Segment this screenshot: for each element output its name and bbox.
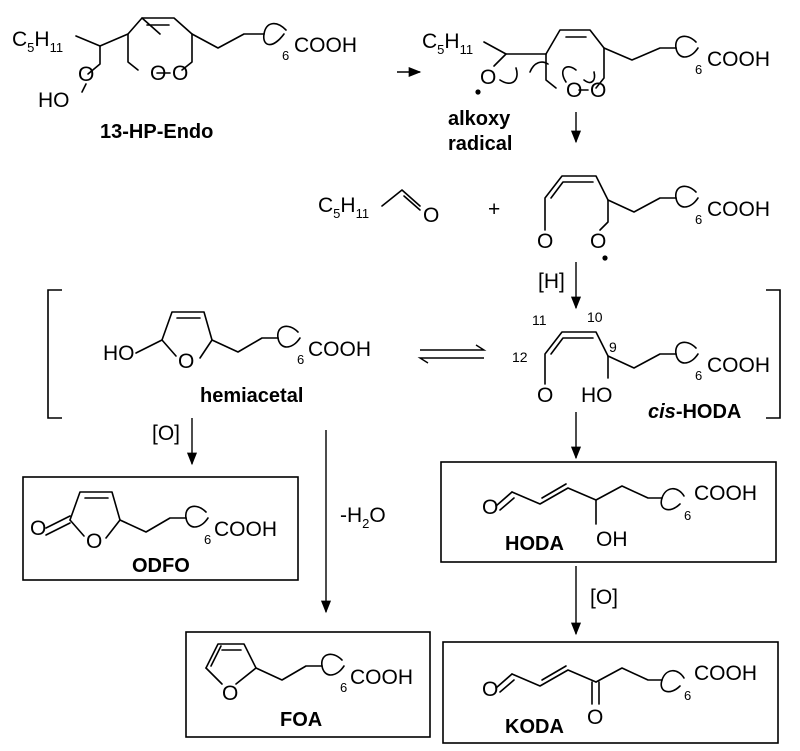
dehydration-label: -H2O xyxy=(340,504,386,531)
carbon-number-11: 11 xyxy=(532,312,547,328)
label-hemiacetal: hemiacetal xyxy=(200,385,303,407)
chain-count: 6 xyxy=(204,532,211,547)
cooh-group: COOH xyxy=(294,34,357,57)
compound-hemiacetal: HO O COOH 6 hemiacetal xyxy=(103,311,371,407)
box-odfo xyxy=(22,476,299,581)
hydroperoxy-ho: HO xyxy=(38,89,70,112)
compound-13-hp-endo: C5H11 O O O HO COOH 6 13-HP-Endo xyxy=(12,17,357,143)
cooh-group: COOH xyxy=(694,662,757,685)
chain-count: 6 xyxy=(684,508,691,523)
hydroxy-group: HO xyxy=(103,342,135,365)
compound-odfo: O O COOH 6 ODFO xyxy=(30,491,277,577)
compound-foa: O COOH 6 FOA xyxy=(205,643,413,731)
ring-oxygen: O xyxy=(222,682,238,705)
reduction-reagent: [H] xyxy=(538,270,565,293)
chain-count: 6 xyxy=(340,680,347,695)
cooh-group: COOH xyxy=(707,198,770,221)
c5h11-group: C5H11 xyxy=(422,30,473,57)
radical-dot xyxy=(475,89,481,95)
endo-oxygen-2: O xyxy=(590,79,606,102)
chain-count: 6 xyxy=(695,62,702,77)
chain-count: 6 xyxy=(282,48,289,63)
alkoxy-oxygen: O xyxy=(590,230,606,253)
hydroxy-group: OH xyxy=(596,528,628,551)
cooh-group: COOH xyxy=(214,518,277,541)
compound-enal-alkoxy-radical: O O COOH 6 xyxy=(537,175,770,261)
c5h11-group: C5H11 xyxy=(318,194,369,221)
electron-arrow xyxy=(561,66,577,83)
plus-sign: + xyxy=(488,198,500,221)
cooh-group: COOH xyxy=(694,482,757,505)
chain-count: 6 xyxy=(695,212,702,227)
label-hoda: HODA xyxy=(505,533,564,555)
label-koda: KODA xyxy=(505,716,564,738)
aldehyde-oxygen: O xyxy=(423,204,439,227)
radical-dot xyxy=(602,255,608,261)
electron-arrow xyxy=(499,67,518,84)
aldehyde-oxygen: O xyxy=(537,384,553,407)
label-foa: FOA xyxy=(280,709,322,731)
ring-oxygen: O xyxy=(178,350,194,373)
oxidation-reagent-left: [O] xyxy=(152,422,180,445)
electron-arrow xyxy=(583,71,596,84)
carbon-number-9: 9 xyxy=(609,339,617,355)
electron-arrow xyxy=(529,61,549,73)
alkoxy-oxygen: O xyxy=(480,66,496,89)
c5h11-group: C5H11 xyxy=(12,28,63,55)
chain-count: 6 xyxy=(297,352,304,367)
label-13-hp-endo: 13-HP-Endo xyxy=(100,121,213,143)
ring-oxygen: O xyxy=(86,530,102,553)
box-foa xyxy=(185,631,431,738)
compound-cis-hoda: 11 10 12 9 O HO COOH 6 cis-HODA xyxy=(512,309,770,423)
hydroxy-group: HO xyxy=(581,384,613,407)
cooh-group: COOH xyxy=(707,354,770,377)
compound-hoda: O OH COOH 6 HODA xyxy=(482,482,757,555)
label-odfo: ODFO xyxy=(132,555,190,577)
hydroperoxy-o: O xyxy=(78,63,94,86)
left-bracket xyxy=(47,289,62,419)
carbon-number-12: 12 xyxy=(512,349,528,365)
endo-oxygen-2: O xyxy=(172,62,188,85)
aldehyde-oxygen: O xyxy=(482,496,498,519)
cooh-group: COOH xyxy=(350,666,413,689)
oxidation-reagent-right: [O] xyxy=(590,586,618,609)
label-alkoxy-line2: radical xyxy=(448,133,512,155)
cooh-group: COOH xyxy=(707,48,770,71)
ketone-oxygen: O xyxy=(587,706,603,729)
aldehyde-oxygen: O xyxy=(482,678,498,701)
compound-hexanal: C5H11 O xyxy=(318,189,439,227)
right-bracket xyxy=(766,289,781,419)
carbon-number-10: 10 xyxy=(587,309,603,325)
cooh-group: COOH xyxy=(308,338,371,361)
box-hoda xyxy=(440,461,777,563)
compound-alkoxy-radical: C5H11 O O O COOH 6 alkoxy radical xyxy=(422,29,770,155)
chain-count: 6 xyxy=(695,368,702,383)
carbonyl-oxygen: O xyxy=(30,517,46,540)
box-koda xyxy=(442,641,779,744)
chain-count: 6 xyxy=(684,688,691,703)
label-alkoxy-line1: alkoxy xyxy=(448,108,511,130)
aldehyde-oxygen: O xyxy=(537,230,553,253)
equilibrium-arrows xyxy=(417,344,487,364)
label-cis-hoda: cis-HODA xyxy=(648,401,741,423)
endo-oxygen-1: O xyxy=(566,79,582,102)
compound-koda: O O COOH 6 KODA xyxy=(482,662,757,738)
